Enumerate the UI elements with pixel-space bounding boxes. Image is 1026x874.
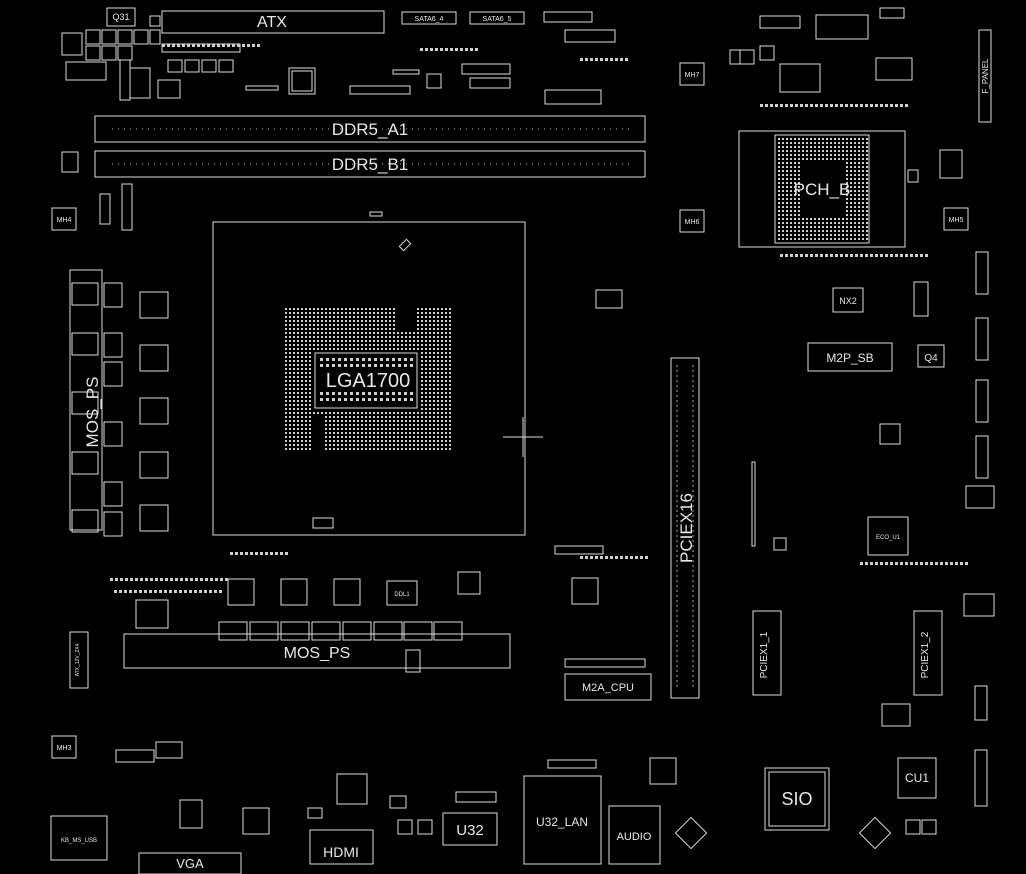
pciex16-slot	[670, 357, 700, 699]
dn-dl1	[139, 291, 169, 319]
usb-header-top	[815, 14, 869, 40]
mos-ps-label-2: MOS_PS	[284, 645, 351, 662]
atx-12v-connector	[69, 631, 89, 689]
kb-ms-usb-connector	[50, 815, 108, 861]
u32-label: U32	[456, 822, 484, 839]
cau1-chip	[881, 703, 911, 727]
pch-label: PCH_B	[794, 180, 851, 199]
f-panel-label: F_PANEL	[981, 58, 990, 94]
lga1700-socket	[212, 221, 526, 536]
nx2-label: NX2	[839, 296, 857, 306]
mh3-label: MH3	[57, 745, 72, 752]
ddl1-chip	[386, 580, 418, 606]
lga1700-label: LGA1700	[326, 370, 411, 392]
mh4	[51, 207, 77, 231]
m2a-cpu-slot	[564, 673, 652, 701]
q31-chip	[106, 7, 136, 27]
pciex1-2-slot	[913, 610, 943, 696]
ddr5-a1-slot	[94, 115, 646, 143]
sio-label: SIO	[781, 789, 812, 809]
mh7-label: MH7	[685, 72, 700, 79]
mh6-label: MH6	[685, 219, 700, 226]
u32-lan-label: U32_LAN	[536, 815, 588, 829]
mh6	[679, 209, 705, 233]
mh3	[51, 735, 77, 759]
q4-chip	[917, 344, 945, 368]
cu1-chip	[897, 757, 937, 799]
q31-label: Q31	[112, 12, 129, 22]
vga-label: VGA	[176, 856, 204, 871]
m2p-sb-label: M2P_SB	[826, 351, 873, 365]
vga-connector	[138, 852, 242, 874]
ddr5-a1-label: DDR5_A1	[332, 120, 409, 139]
mh5-label: MH5	[949, 217, 964, 224]
sio-chip	[764, 767, 830, 831]
nx2-chip	[832, 287, 864, 313]
pciex16-label: PCIEX16	[677, 493, 696, 563]
u32-lan-connector	[523, 775, 602, 865]
audio-label: AUDIO	[617, 831, 652, 843]
pch-outline	[738, 130, 906, 248]
pciex1-1-slot	[752, 610, 782, 696]
cu1-label: CU1	[905, 771, 929, 785]
ec-u1-label: ECO_U1	[876, 535, 901, 541]
board-labels: Q31 ATX SATA6_4 SATA6_5 DDR5_A1 DDR5_B1 …	[57, 12, 990, 871]
m2p-sb-slot	[807, 342, 893, 372]
mh4-label: MH4	[57, 217, 72, 224]
hdmi-connector	[309, 829, 374, 865]
pch-chip	[774, 134, 870, 244]
dau1-chip	[135, 599, 169, 629]
mh-top-left	[61, 32, 83, 56]
ddr5-b1-label: DDR5_B1	[332, 155, 409, 174]
ddl1-label: DDL1	[394, 592, 410, 598]
u32-connector	[442, 812, 498, 846]
mh5	[943, 207, 969, 231]
f-panel-header	[978, 29, 992, 123]
ec-chip	[867, 516, 909, 556]
sata5-label: SATA6_5	[483, 16, 512, 23]
atx-12v-label: ATX_12V_2X4	[75, 643, 81, 676]
hdmi-label: HDMI	[323, 844, 359, 860]
audio-connector	[608, 805, 661, 865]
pciex1-2-label: PCIEX1_2	[920, 631, 931, 678]
mh7	[679, 62, 705, 86]
sata4-label: SATA6_4	[415, 16, 444, 23]
m2a-cpu-label: M2A_CPU	[582, 682, 634, 694]
q4-label: Q4	[924, 353, 938, 364]
atx-connector	[161, 10, 385, 34]
pciex1-1-label: PCIEX1_1	[759, 631, 770, 678]
ddr5-b1-slot	[94, 150, 646, 178]
kb-ms-usb-label: KB_MS_USB	[61, 838, 97, 844]
chip-u-top	[288, 67, 316, 95]
atx-label: ATX	[257, 14, 287, 31]
mos-ps-label: MOS_PS	[83, 377, 102, 448]
